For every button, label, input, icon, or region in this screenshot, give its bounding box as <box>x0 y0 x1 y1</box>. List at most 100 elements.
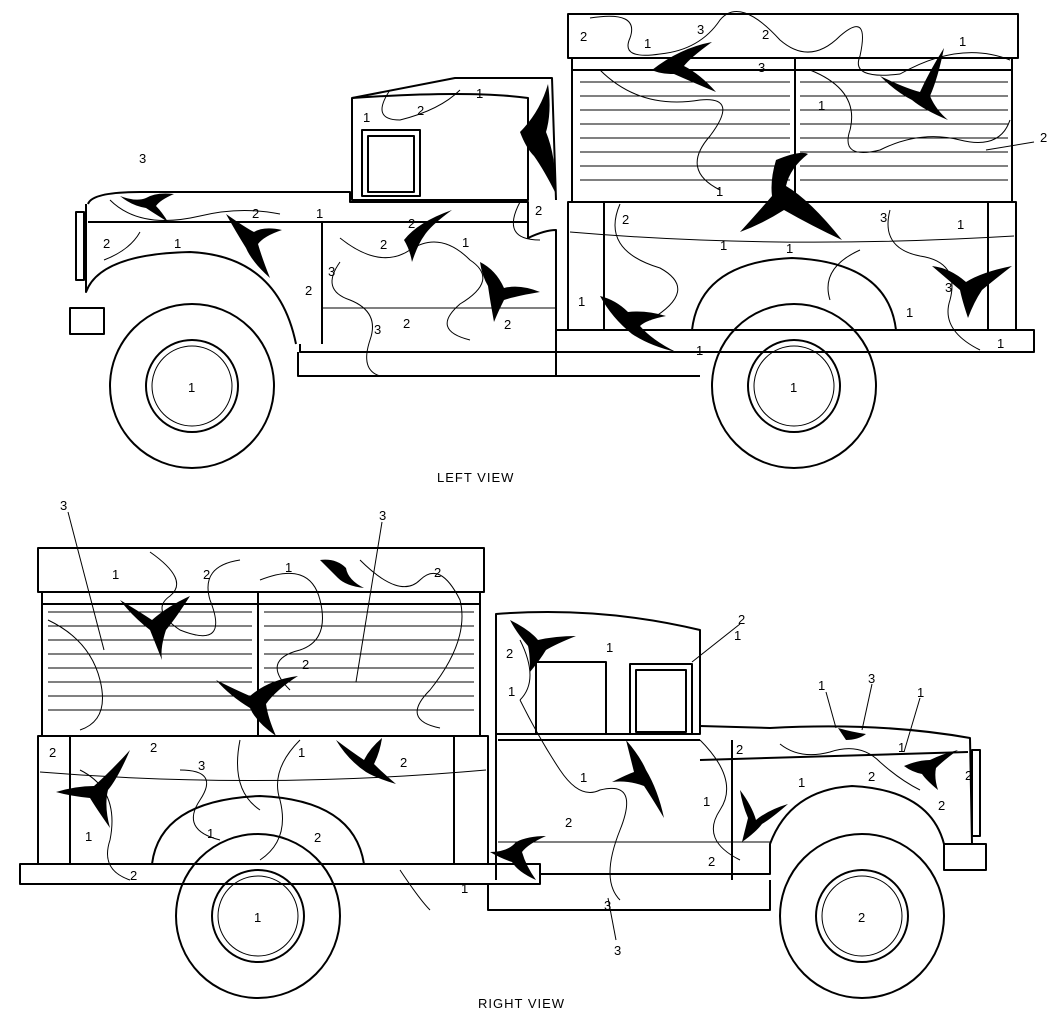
right-label: 2 <box>858 910 865 925</box>
left-camo-blob <box>520 84 556 194</box>
right-camo-blob <box>490 836 546 880</box>
left-label: 3 <box>945 280 952 295</box>
right-camo-blob <box>216 676 298 736</box>
left-label: 2 <box>252 206 259 221</box>
left-rear-wheel <box>711 303 877 469</box>
right-camo-blob <box>740 790 788 842</box>
right-hood <box>540 725 973 875</box>
left-label: 1 <box>720 238 727 253</box>
left-label: 2 <box>380 237 387 252</box>
right-label: 3 <box>60 498 67 513</box>
left-label: 2 <box>403 316 410 331</box>
right-label: 2 <box>400 755 407 770</box>
right-view-truck: 3 3 1 2 1 2 2 2 1 2 1 2 3 2 1 2 1 2 1 1 … <box>19 498 987 999</box>
right-label: 2 <box>506 646 513 661</box>
left-bumper <box>69 307 105 335</box>
left-camo-blob <box>932 266 1012 318</box>
right-label: 1 <box>580 770 587 785</box>
left-label: 2 <box>417 103 424 118</box>
right-label: 1 <box>508 684 515 699</box>
right-label: 2 <box>150 740 157 755</box>
right-label: 1 <box>606 640 613 655</box>
right-camo-blob <box>904 750 958 790</box>
left-label: 1 <box>790 380 797 395</box>
left-cab <box>351 93 529 201</box>
right-label: 1 <box>298 745 305 760</box>
right-label: 1 <box>285 560 292 575</box>
right-camo-blob <box>838 728 866 740</box>
left-front-wheel <box>109 303 275 469</box>
left-label: 1 <box>786 241 793 256</box>
right-label: 2 <box>736 742 743 757</box>
right-camo-blob <box>336 738 396 784</box>
right-label: 1 <box>917 685 924 700</box>
left-label: 2 <box>762 27 769 42</box>
right-label: 2 <box>203 567 210 582</box>
left-grille-guard <box>75 211 85 281</box>
left-label: 1 <box>174 236 181 251</box>
right-camo-blob <box>120 596 190 660</box>
right-label: 2 <box>49 745 56 760</box>
left-label: 3 <box>374 322 381 337</box>
left-label: 1 <box>818 98 825 113</box>
left-label: 2 <box>504 317 511 332</box>
left-camo-blob <box>120 193 174 222</box>
left-label: 1 <box>716 184 723 199</box>
left-label: 1 <box>906 305 913 320</box>
left-label: 1 <box>363 110 370 125</box>
left-label: 2 <box>622 212 629 227</box>
right-label: 2 <box>738 612 745 627</box>
right-cab <box>495 611 701 735</box>
right-label: 3 <box>198 758 205 773</box>
right-front-wheel <box>779 833 945 999</box>
right-label: 1 <box>112 567 119 582</box>
left-label: 3 <box>880 210 887 225</box>
left-bed-body <box>567 201 1017 331</box>
left-label: 1 <box>539 116 546 131</box>
right-label: 1 <box>461 881 468 896</box>
left-camo-blob <box>404 210 452 262</box>
left-label: 3 <box>697 22 704 37</box>
left-label: 1 <box>644 36 651 51</box>
right-bumper <box>943 843 987 871</box>
right-rear-wheel <box>175 833 341 999</box>
right-label: 3 <box>379 508 386 523</box>
right-canopy-top <box>37 547 485 593</box>
right-label: 1 <box>85 829 92 844</box>
left-label: 3 <box>139 151 146 166</box>
right-label: 2 <box>938 798 945 813</box>
right-label: 1 <box>798 775 805 790</box>
left-hood <box>87 191 557 353</box>
left-label: 1 <box>959 34 966 49</box>
right-label: 1 <box>898 740 905 755</box>
left-canopy-top <box>567 13 1019 59</box>
left-view-truck: 2 1 3 2 1 3 1 1 2 1 1 1 2 3 1 2 1 2 1 2 … <box>69 11 1047 469</box>
right-label: 2 <box>434 565 441 580</box>
right-camo-blob <box>510 620 576 672</box>
left-label: 2 <box>535 203 542 218</box>
left-view-caption: LEFT VIEW <box>437 470 514 485</box>
right-view-caption: RIGHT VIEW <box>478 996 565 1008</box>
left-label: 1 <box>462 235 469 250</box>
left-camo-blob <box>226 214 282 278</box>
left-label: 2 <box>103 236 110 251</box>
right-camo-blob <box>56 750 130 828</box>
left-label: 1 <box>476 86 483 101</box>
left-label: 1 <box>957 217 964 232</box>
left-camo-blob <box>740 152 842 240</box>
right-label: 2 <box>708 854 715 869</box>
left-label: 2 <box>408 216 415 231</box>
right-label: 2 <box>965 768 972 783</box>
right-label: 1 <box>818 678 825 693</box>
right-label: 1 <box>254 910 261 925</box>
right-camo-blob <box>612 740 664 818</box>
left-camo-blob <box>880 48 948 120</box>
right-label: 1 <box>703 794 710 809</box>
left-label: 3 <box>758 60 765 75</box>
left-label: 2 <box>580 29 587 44</box>
right-label: 1 <box>207 826 214 841</box>
right-grille-guard <box>971 749 981 837</box>
right-label: 2 <box>868 769 875 784</box>
left-camo-blob <box>480 262 540 322</box>
